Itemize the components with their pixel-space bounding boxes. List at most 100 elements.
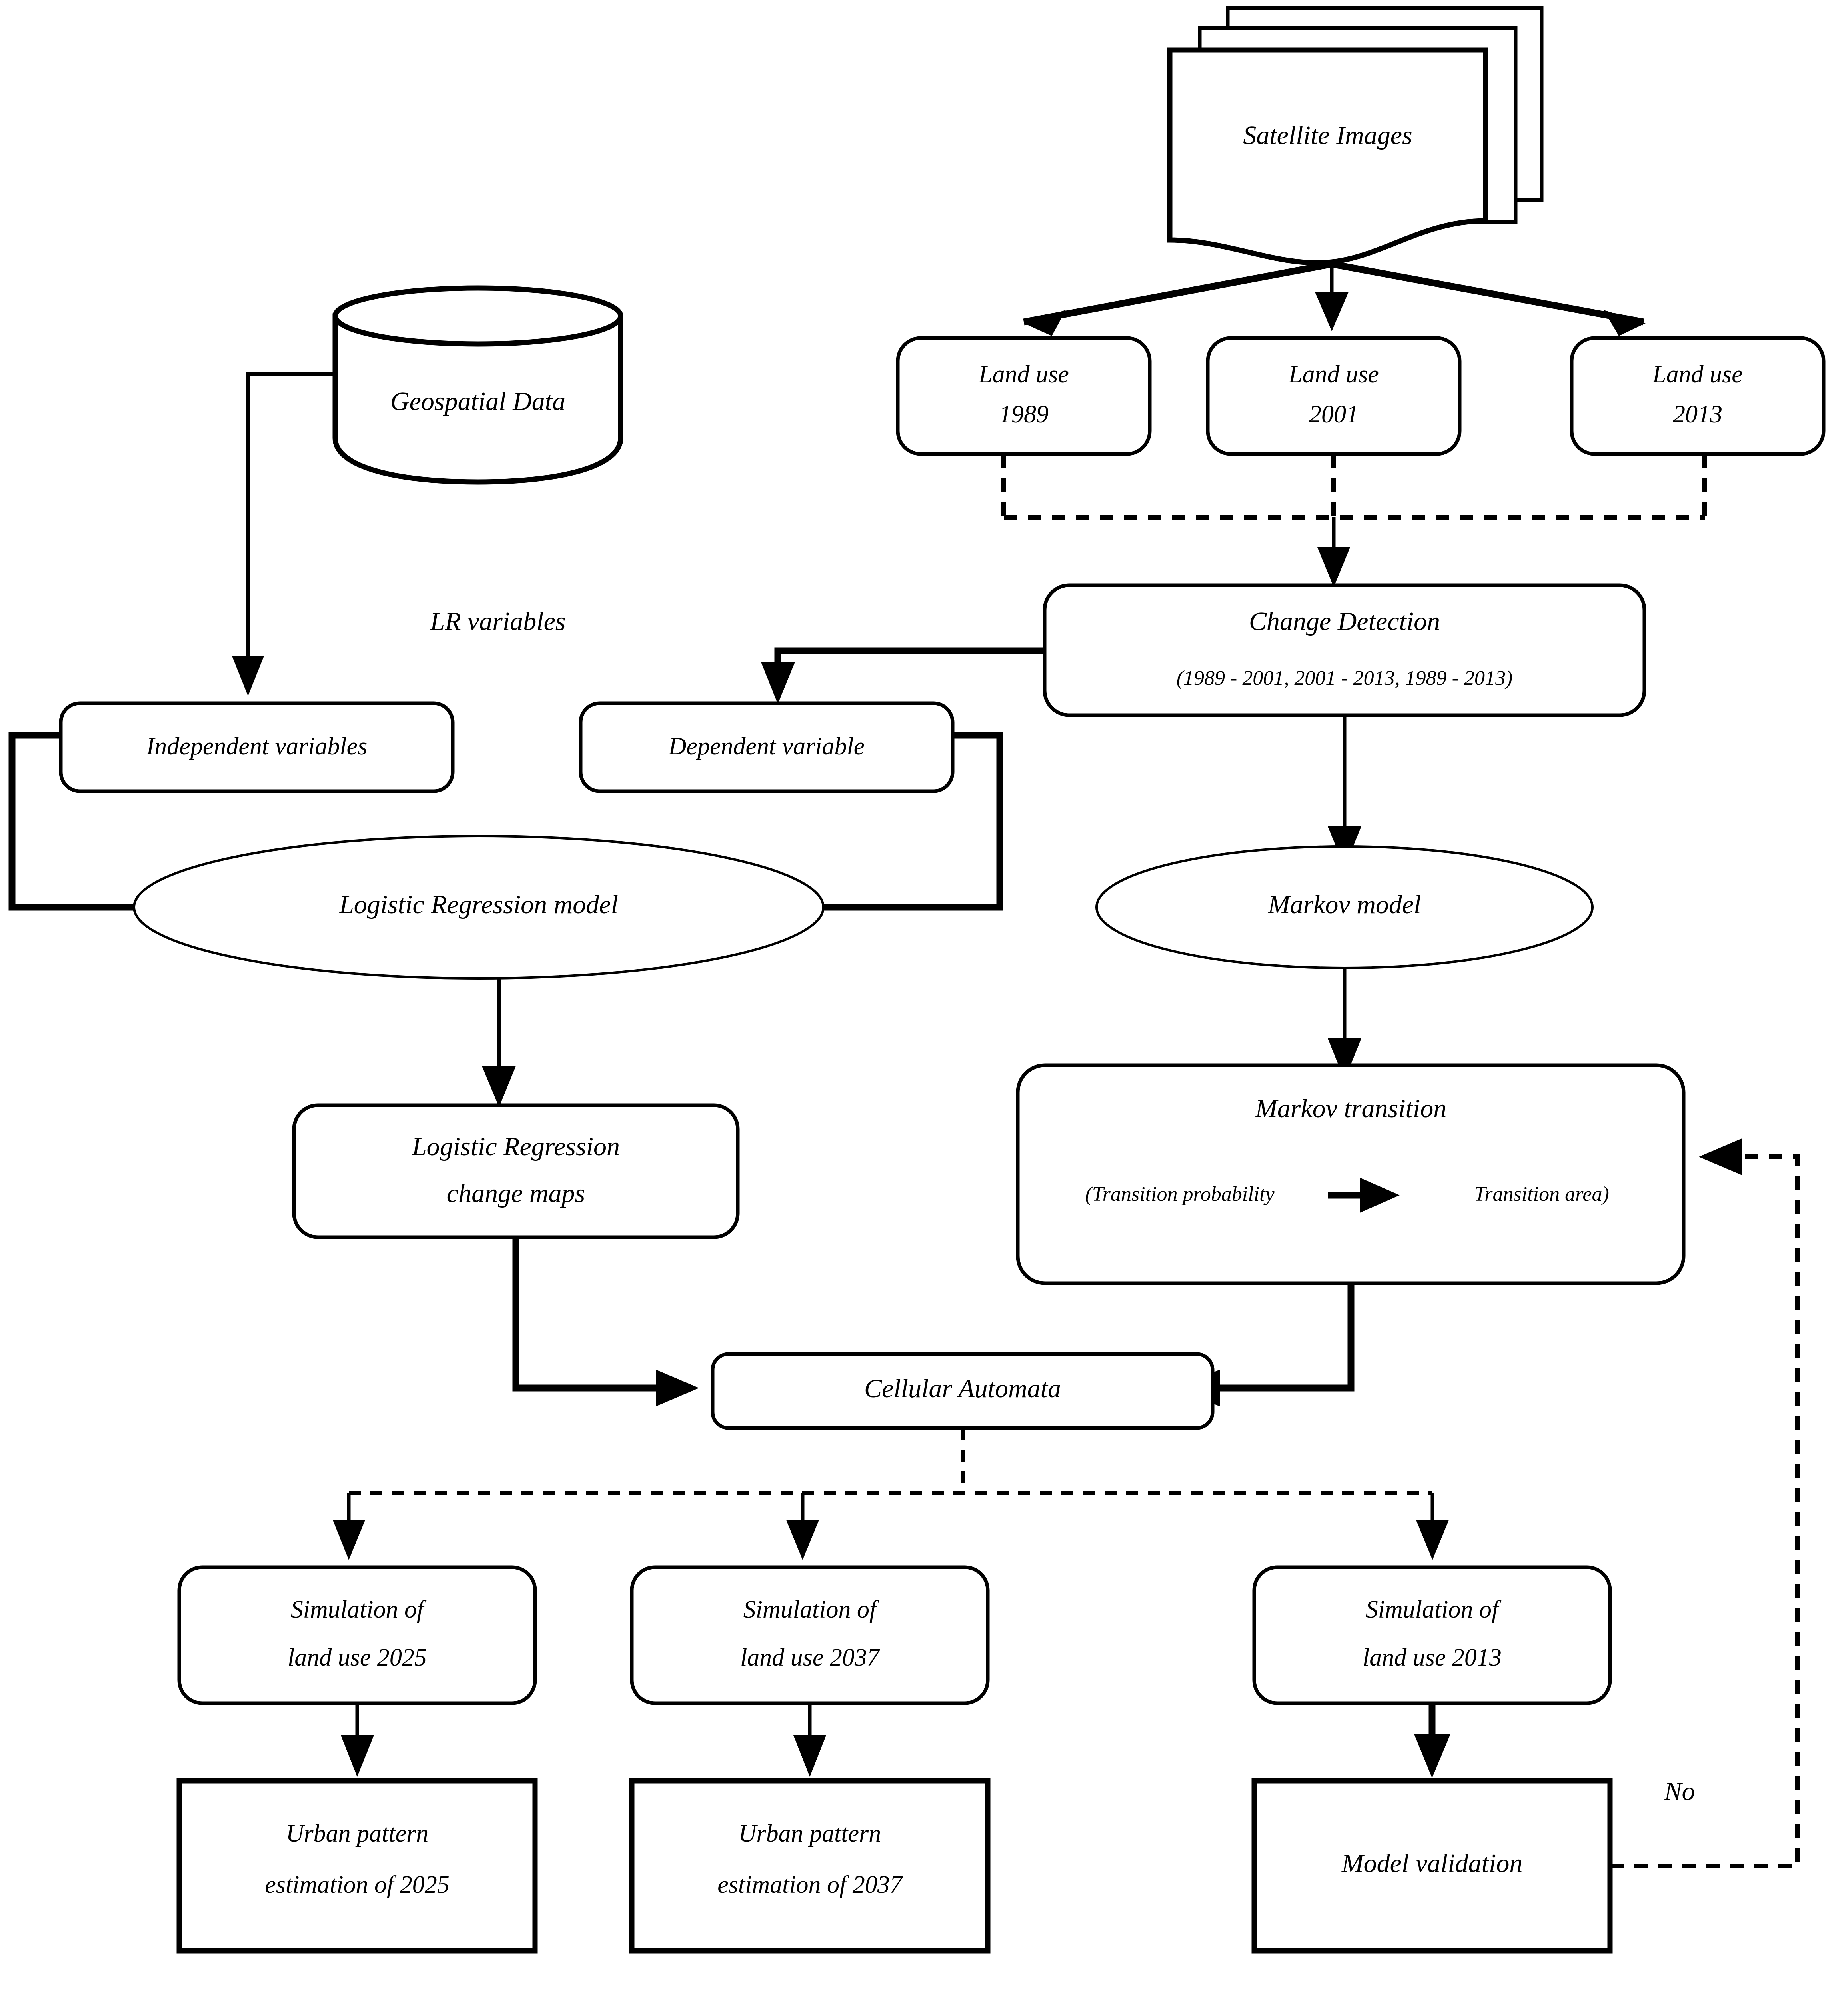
simulation-2013-line2: land use 2013 — [1363, 1644, 1502, 1671]
simulation-2025-line1: Simulation of — [291, 1596, 427, 1623]
logistic-regression-ellipse — [133, 835, 825, 980]
edge-change-detection-to-dependent — [761, 647, 1045, 704]
node-urban-pattern-2025[interactable]: Urban pattern estimation of 2025 — [176, 1778, 538, 1954]
arrowhead-model-validation — [1414, 1734, 1450, 1778]
edge-geospatial-to-independent — [232, 372, 335, 696]
lr-change-maps-box — [292, 1103, 740, 1239]
simulation-2025-box — [177, 1565, 537, 1705]
simulation-2013-box — [1252, 1565, 1612, 1705]
satellite-sheet-front — [1167, 47, 1488, 266]
edge-satellite-to-landuse — [1023, 260, 1646, 336]
urban-pattern-2037-line2: estimation of 2037 — [717, 1871, 903, 1898]
arrowhead-sim-2025 — [333, 1520, 365, 1560]
arrowhead-mid — [1315, 292, 1349, 331]
land-use-2013-line2: 2013 — [1673, 401, 1722, 428]
edge-cellular-automata-to-simulations — [333, 1428, 1449, 1560]
edge-landuse-to-change-detection — [1001, 454, 1707, 587]
edge-dependent-to-lr-model — [824, 732, 1003, 911]
satellite-images-label: Satellite Images — [1243, 121, 1412, 150]
logistic-regression-model-label: Logistic Regression model — [339, 890, 618, 919]
edge-independent-to-lr-model — [8, 732, 134, 911]
edge-model-validation-feedback-no — [1610, 1138, 1800, 1868]
edge-markov-model-to-transition — [1328, 968, 1361, 1080]
urban-pattern-2025-box — [176, 1778, 538, 1954]
lr-change-maps-line1: Logistic Regression — [412, 1132, 620, 1161]
node-land-use-1989[interactable]: Land use 1989 — [896, 336, 1152, 456]
simulation-2037-line1: Simulation of — [743, 1596, 879, 1623]
simulation-2025-line2: land use 2025 — [288, 1644, 427, 1671]
no-label: No — [1664, 1777, 1695, 1806]
arrowhead-sim-2037 — [786, 1520, 819, 1560]
arrowhead-feedback-no — [1699, 1138, 1742, 1175]
node-dependent-variable[interactable]: Dependent variable — [579, 701, 955, 793]
land-use-1989-line2: 1989 — [999, 401, 1049, 428]
change-detection-box — [1043, 583, 1646, 717]
edge-change-detection-to-markov-model — [1328, 715, 1361, 867]
markov-transition-title: Markov transition — [1255, 1094, 1446, 1123]
independent-variables-label: Independent variables — [146, 733, 368, 760]
change-detection-title: Change Detection — [1249, 607, 1440, 636]
node-land-use-2013[interactable]: Land use 2013 — [1570, 336, 1826, 456]
edge-simulations-to-results — [341, 1703, 1450, 1778]
arrowhead-sim-2013 — [1416, 1520, 1449, 1560]
node-model-validation[interactable]: Model validation — [1251, 1778, 1613, 1954]
land-use-2001-line1: Land use — [1288, 361, 1379, 388]
edge-change-maps-to-cellular-automata — [512, 1237, 699, 1406]
cylinder-top — [332, 285, 623, 347]
land-use-2001-line2: 2001 — [1309, 401, 1359, 428]
land-use-1989-line1: Land use — [978, 361, 1069, 388]
node-land-use-2001[interactable]: Land use 2001 — [1206, 336, 1462, 456]
urban-pattern-2025-line2: estimation of 2025 — [265, 1871, 450, 1898]
node-simulation-land-use-2013[interactable]: Simulation of land use 2013 — [1252, 1565, 1612, 1705]
arrowhead-urban-2025 — [341, 1735, 374, 1777]
markov-transition-sub-left: (Transition probability — [1085, 1183, 1275, 1206]
node-geospatial-data[interactable]: Geospatial Data — [332, 285, 623, 485]
land-use-2013-box — [1570, 336, 1826, 456]
markov-transition-sub-right: Transition area) — [1474, 1183, 1609, 1206]
node-simulation-land-use-2037[interactable]: Simulation of land use 2037 — [630, 1565, 990, 1705]
simulation-2013-line1: Simulation of — [1366, 1596, 1502, 1623]
independent-variables-box — [59, 701, 455, 793]
dependent-variable-label: Dependent variable — [668, 733, 865, 760]
transition-inner-arrow-icon — [1328, 1178, 1400, 1213]
arrowhead-change-detection — [1317, 547, 1350, 587]
dependent-variable-box — [579, 701, 955, 793]
arrowhead-independent — [232, 656, 264, 696]
lr-change-maps-line2: change maps — [447, 1179, 585, 1208]
urban-pattern-2037-line1: Urban pattern — [739, 1820, 881, 1847]
model-validation-label: Model validation — [1341, 1849, 1523, 1878]
node-satellite-images[interactable]: Satellite Images — [1167, 6, 1544, 266]
lr-variables-label: LR variables — [430, 607, 565, 636]
arrowhead-lr-change-maps — [482, 1066, 516, 1107]
arrowhead-dependent — [761, 662, 795, 704]
urban-pattern-2037-box — [629, 1778, 991, 1954]
simulation-2037-box — [630, 1565, 990, 1705]
model-validation-box — [1251, 1778, 1613, 1954]
land-use-2013-line1: Land use — [1652, 361, 1743, 388]
land-use-1989-box — [896, 336, 1152, 456]
node-independent-variables[interactable]: Independent variables — [59, 701, 455, 793]
change-detection-sub: (1989 - 2001, 2001 - 2013, 1989 - 2013) — [1177, 667, 1513, 690]
simulation-2037-line2: land use 2037 — [740, 1644, 881, 1671]
arrowhead-left — [1024, 310, 1066, 336]
node-simulation-land-use-2025[interactable]: Simulation of land use 2025 — [177, 1565, 537, 1705]
cellular-automata-label: Cellular Automata — [864, 1374, 1061, 1403]
geospatial-data-label: Geospatial Data — [390, 387, 565, 416]
node-markov-transition[interactable]: Markov transition (Transition probabilit… — [1016, 1063, 1686, 1285]
urban-pattern-2025-line1: Urban pattern — [286, 1820, 429, 1847]
node-logistic-regression-change-maps[interactable]: Logistic Regression change maps — [292, 1103, 740, 1239]
cylinder-body — [332, 313, 623, 485]
land-use-2001-box — [1206, 336, 1462, 456]
node-urban-pattern-2037[interactable]: Urban pattern estimation of 2037 — [629, 1778, 991, 1954]
arrowhead-markov-transition — [1328, 1038, 1361, 1080]
arrowhead-urban-2037 — [793, 1735, 826, 1777]
node-logistic-regression-model[interactable]: Logistic Regression model — [133, 835, 825, 980]
arrowhead-ca-left — [656, 1370, 699, 1406]
node-cellular-automata[interactable]: Cellular Automata — [711, 1352, 1215, 1430]
node-change-detection[interactable]: Change Detection (1989 - 2001, 2001 - 20… — [1043, 583, 1646, 717]
node-markov-model[interactable]: Markov model — [1095, 845, 1594, 969]
markov-model-label: Markov model — [1267, 890, 1421, 919]
arrowhead-right — [1604, 310, 1646, 336]
